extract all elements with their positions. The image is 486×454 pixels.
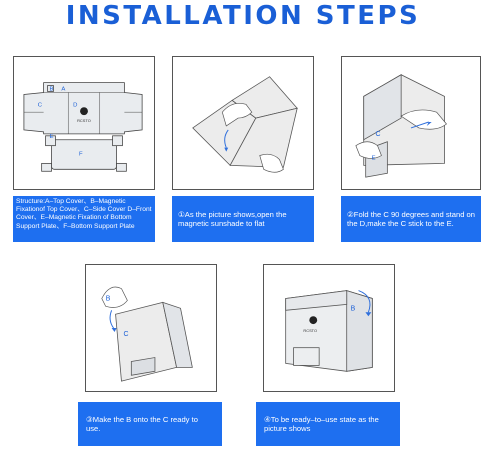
step-1-panel: [172, 56, 314, 190]
step-2-caption: ②Fold the C 90 degrees and stand on the …: [341, 196, 481, 242]
step-3-caption: ③Make the B onto the C ready to use.: [78, 402, 222, 446]
label-e: E: [372, 155, 376, 161]
label-c: C: [123, 331, 128, 338]
page-title: INSTALLATION STEPS: [65, 1, 421, 31]
structure-caption-text: Structure:A–Top Cover、B–Magnetic Fixatio…: [16, 198, 152, 230]
step-2-caption-text: ②Fold the C 90 degrees and stand on the …: [347, 209, 475, 228]
label-c: C: [376, 131, 381, 138]
step-4-panel: RCSTO B: [263, 264, 395, 392]
structure-caption: Structure:A–Top Cover、B–Magnetic Fixatio…: [13, 196, 155, 242]
step-2-panel: C E: [341, 56, 481, 190]
ready-to-use-illustration: RCSTO B: [285, 290, 373, 372]
label-c: C: [38, 102, 43, 108]
attach-arrow: [109, 310, 114, 329]
structure-diagram-panel: B A C D E F RCSTO: [13, 56, 155, 190]
step-3-panel: B C: [85, 264, 217, 392]
open-sunshade-illustration: [192, 76, 298, 173]
label-e: E: [50, 134, 54, 140]
label-f: F: [79, 152, 83, 158]
step-3-caption-text: ③Make the B onto the C ready to use.: [86, 414, 198, 433]
label-d: D: [73, 102, 77, 108]
label-b-box: [47, 85, 54, 92]
fold-side-cover-illustration: C E: [355, 74, 447, 178]
fold-arrow: [224, 129, 229, 148]
step-1-caption: ①As the picture shows,open the magnetic …: [172, 196, 314, 242]
push-arrow: [410, 121, 429, 129]
label-b: B: [351, 305, 356, 312]
attach-top-cover-illustration: B C: [101, 286, 193, 382]
step-4-caption: ④To be ready–to–use state as the picture…: [256, 402, 400, 446]
rotate-arrow: [358, 290, 371, 313]
brand-logo-text: RCSTO: [303, 328, 317, 333]
label-b: B: [106, 295, 111, 302]
brand-logo-text: RCSTO: [77, 118, 91, 123]
step-1-caption-text: ①As the picture shows,open the magnetic …: [178, 209, 287, 228]
label-b: B: [50, 86, 54, 92]
label-a: A: [61, 86, 65, 92]
step-4-caption-text: ④To be ready–to–use state as the picture…: [264, 414, 379, 433]
sunshade-structure-illustration: B A C D E F RCSTO: [23, 82, 143, 172]
